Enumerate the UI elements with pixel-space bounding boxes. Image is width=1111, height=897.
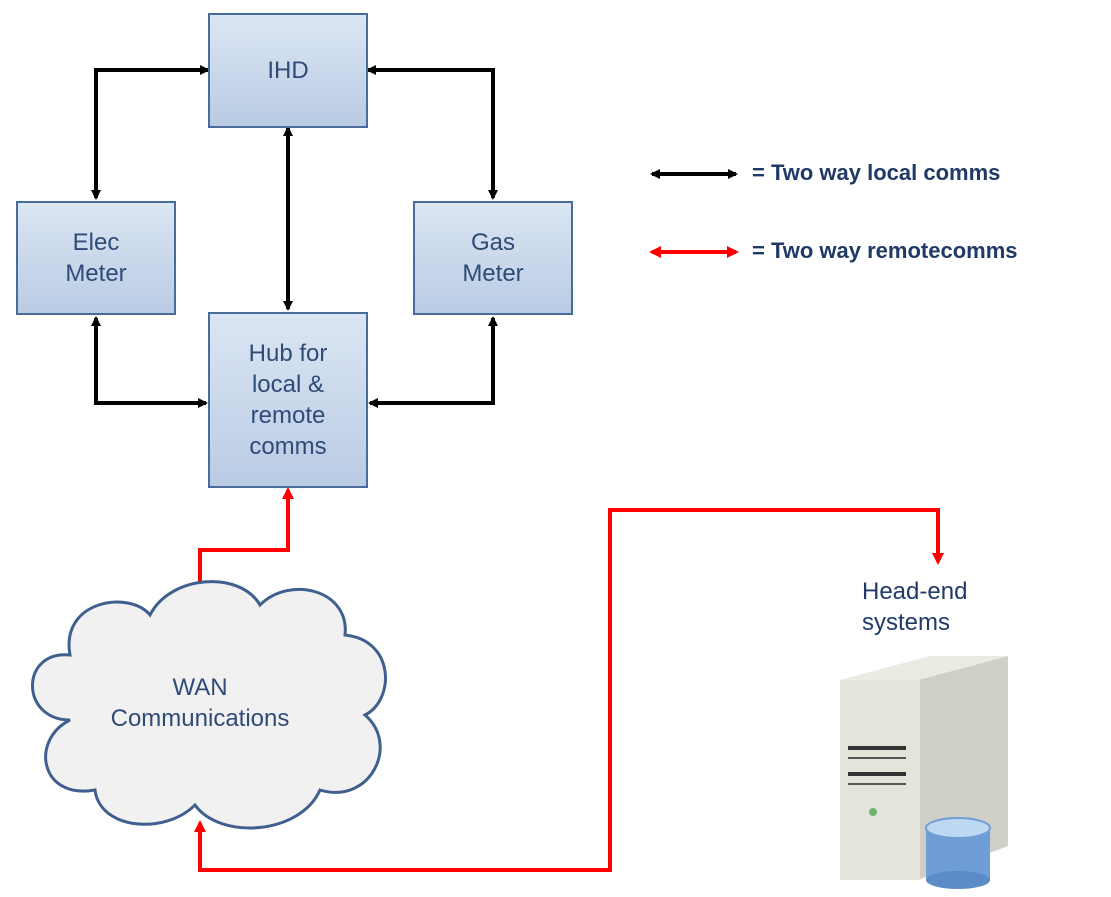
hub-box: Hub for local & remote comms bbox=[208, 312, 368, 488]
wan-label: WAN Communications bbox=[60, 672, 340, 734]
link-gas-hub bbox=[368, 316, 498, 408]
hub-line-2: local & bbox=[251, 370, 325, 398]
legend-local-text: = Two way local comms bbox=[752, 160, 1001, 185]
elec-meter-line-2: Meter bbox=[65, 260, 127, 287]
link-elec-hub bbox=[91, 316, 208, 408]
head-end-line-2: systems bbox=[862, 609, 951, 637]
hub-line-4: comms bbox=[249, 433, 327, 461]
hub-line-3: remote bbox=[250, 402, 326, 429]
gas-meter-line-1: Gas bbox=[470, 228, 515, 256]
link-ihd-gas bbox=[366, 65, 498, 200]
wan-line-1: WAN bbox=[172, 674, 228, 701]
server-tower-with-database-icon bbox=[840, 656, 1008, 889]
gas-meter-box: Gas Meter bbox=[413, 201, 573, 315]
cloud-icon bbox=[31, 580, 387, 830]
head-end-label: Head-end systems bbox=[862, 576, 967, 638]
legend-remote-text: = Two way remotecomms bbox=[752, 238, 1018, 263]
head-end-line-1: Head-end bbox=[862, 578, 968, 605]
elec-meter-line-1: Elec bbox=[72, 228, 120, 256]
ihd-label: IHD bbox=[267, 56, 309, 84]
gas-meter-line-2: Meter bbox=[462, 260, 524, 287]
elec-meter-box: Elec Meter bbox=[16, 201, 176, 315]
link-ihd-elec bbox=[91, 65, 210, 200]
hub-line-1: Hub for bbox=[248, 339, 328, 367]
ihd-box: IHD bbox=[208, 13, 368, 128]
wan-line-2: Communications bbox=[110, 705, 290, 733]
link-wan-headend bbox=[194, 508, 944, 872]
